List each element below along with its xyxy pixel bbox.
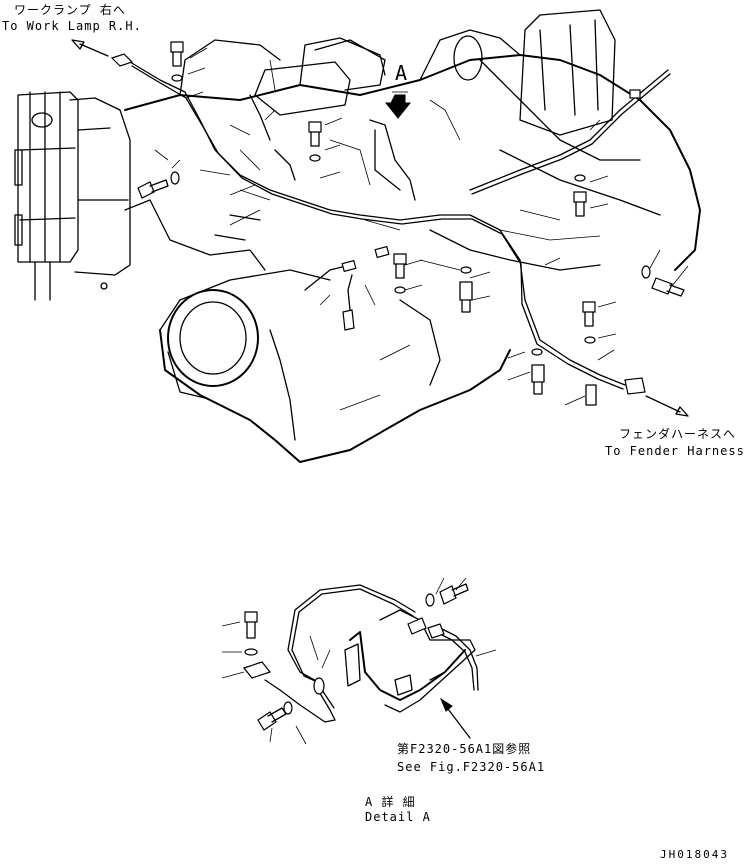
fender-harness-label-jp: フェンダハーネスへ <box>619 427 737 441</box>
connectors <box>110 53 646 395</box>
detail-a-title-jp: A 詳 細 <box>365 795 416 809</box>
destination-arrows <box>71 39 689 417</box>
see-fig-label-jp: 第F2320-56A1図参照 <box>397 742 532 756</box>
work-lamp-label-en: To Work Lamp R.H. <box>2 19 142 33</box>
view-marker-a: A <box>395 61 409 85</box>
harness-lines <box>129 61 671 390</box>
work-lamp-label-jp: ワークランプ 右へ <box>14 3 126 17</box>
see-fig-label-en: See Fig.F2320-56A1 <box>397 760 546 774</box>
fasteners <box>137 41 685 406</box>
fender-harness-label-en: To Fender Harness <box>605 444 745 458</box>
transmission-body <box>124 9 701 463</box>
detail-a-drawing <box>221 577 497 745</box>
detail-a-title-en: Detail A <box>365 810 431 824</box>
drawing-id: JH018043 <box>660 848 729 861</box>
leader-lines <box>154 47 689 406</box>
cooler-assembly <box>14 91 131 301</box>
